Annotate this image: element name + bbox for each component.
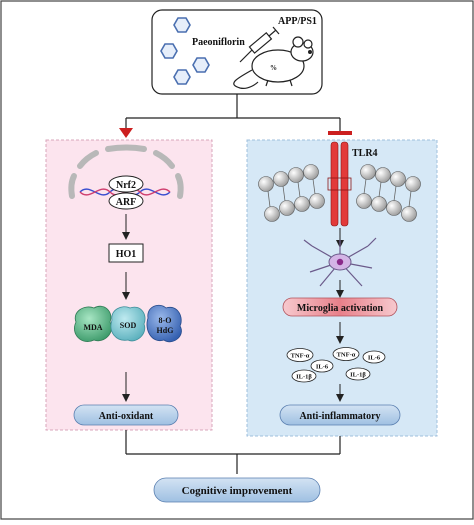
activate-arrow-icon — [119, 128, 133, 138]
cytokine-tnf-1-label: TNF-α — [291, 353, 310, 360]
cognitive-improvement-label: Cognitive improvement — [182, 485, 293, 497]
mda-blob — [74, 305, 112, 342]
cytokine-il6-2 — [362, 350, 386, 364]
svg-text:%: % — [270, 64, 277, 72]
anti-inflammatory-pill — [279, 404, 401, 426]
microglia-nucleus — [336, 258, 344, 266]
microglia-activation-bar — [282, 297, 398, 317]
tlr4-label: TLR4 — [352, 148, 378, 159]
microglia-activation-label: Microglia activation — [297, 303, 384, 314]
cytokine-il6-1-label: IL-6 — [316, 364, 329, 371]
mouse-icon: % — [233, 36, 314, 89]
anti-inflammatory-label: Anti-inflammatory — [299, 411, 380, 422]
8-o-label: 8-O — [159, 316, 172, 325]
syringe-icon — [239, 26, 280, 63]
hexagon-molecules-icon — [160, 17, 210, 85]
cytokine-il6-2-label: IL-6 — [368, 355, 381, 362]
cytokine-tnf-1 — [286, 348, 314, 362]
cytokine-tnf-2-label: TNF-α — [337, 352, 356, 359]
cognitive-improvement-pill — [153, 477, 321, 503]
anti-oxidant-label: Anti-oxidant — [99, 411, 154, 422]
mda-label: MDA — [83, 323, 102, 332]
compound-label: Paeoniflorin — [192, 37, 245, 48]
8-ohdg-blob — [146, 304, 182, 343]
ho1-label: HO1 — [116, 249, 137, 260]
cytokine-il1b-1 — [291, 369, 317, 383]
tlr4-receptor-icon — [327, 141, 352, 227]
nrf2-node — [108, 175, 144, 193]
hdg-label: HdG — [157, 326, 174, 335]
anti-oxidant-pill — [73, 404, 179, 426]
model-label: APP/PS1 — [278, 16, 317, 27]
cytokine-tnf-2 — [332, 347, 360, 361]
cytokine-il1b-2-label: IL-1β — [350, 372, 366, 379]
ho1-box — [108, 243, 144, 263]
cytokine-il1b-1-label: IL-1β — [296, 374, 312, 381]
nuclear-envelope — [68, 144, 184, 199]
arf-label: ARF — [116, 197, 137, 208]
nrf2-label: Nrf2 — [116, 180, 136, 191]
cytokine-il1b-2 — [345, 367, 371, 381]
cell-membrane — [258, 164, 421, 222]
inhibit-bar-icon — [328, 131, 352, 135]
cytokine-il6-1 — [310, 359, 334, 373]
sod-blob — [110, 306, 146, 342]
arf-node — [108, 192, 144, 210]
sod-label: SOD — [120, 321, 137, 330]
